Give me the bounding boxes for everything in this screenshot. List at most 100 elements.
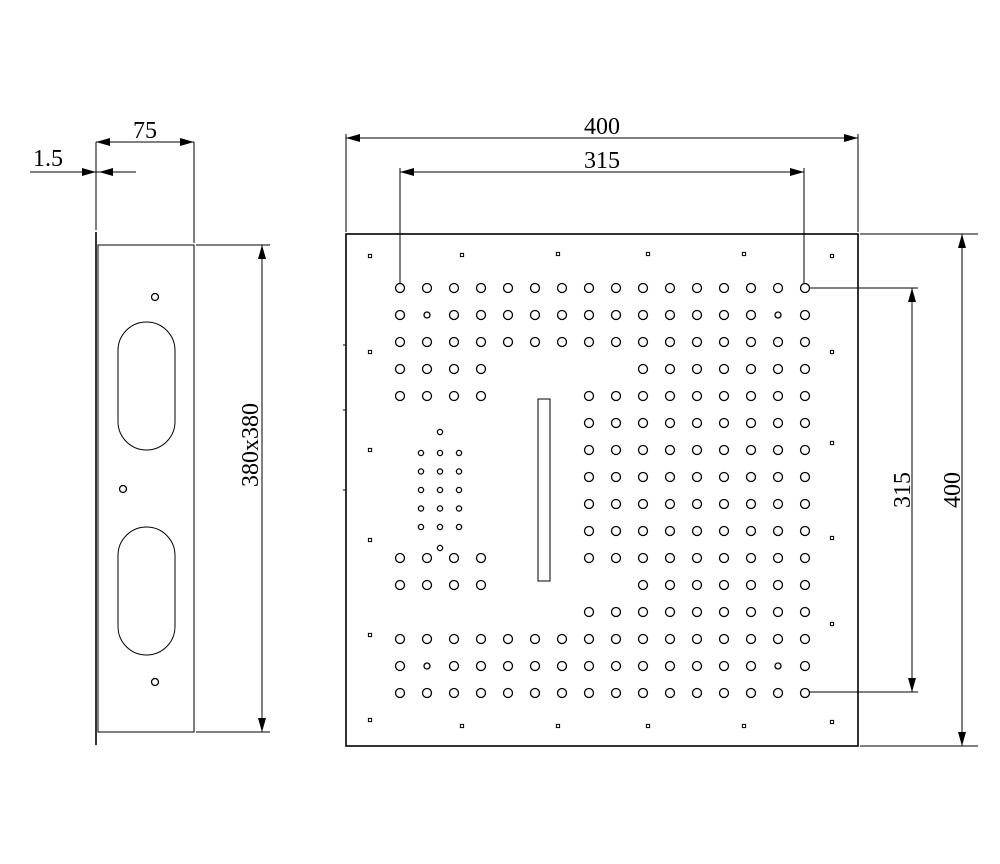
nozzle-hole — [718, 552, 730, 564]
nozzle-hole — [583, 282, 595, 294]
nozzle-hole — [637, 606, 649, 618]
nozzle-hole — [610, 390, 622, 402]
nozzle-hole — [394, 390, 406, 402]
nozzle-hole — [455, 523, 463, 531]
nozzle-hole — [610, 336, 622, 348]
nozzle-hole — [664, 606, 676, 618]
nozzle-hole — [436, 523, 444, 531]
nozzle-hole — [583, 390, 595, 402]
slot-top — [117, 321, 176, 451]
nozzle-hole — [394, 282, 406, 294]
nozzle-hole — [394, 336, 406, 348]
nozzle-hole — [637, 336, 649, 348]
arrow — [346, 134, 360, 142]
mounting-pin — [555, 251, 561, 257]
mounting-pin — [367, 447, 373, 453]
nozzle-hole — [475, 282, 487, 294]
nozzle-hole — [745, 444, 757, 456]
arrow — [790, 168, 804, 176]
mounting-pin — [829, 349, 835, 355]
dim-400-label: 400 — [584, 114, 620, 140]
nozzle-hole — [799, 363, 811, 375]
nozzle-hole — [637, 633, 649, 645]
nozzle-hole — [772, 336, 784, 348]
side-hole — [150, 292, 160, 302]
dim-75-label: 75 — [133, 118, 157, 144]
arrow — [844, 134, 858, 142]
nozzle-hole — [745, 336, 757, 348]
nozzle-hole — [691, 390, 703, 402]
arrow-right — [180, 138, 194, 146]
nozzle-hole — [664, 363, 676, 375]
nozzle-hole — [772, 498, 784, 510]
nozzle-hole — [502, 660, 514, 672]
nozzle-hole — [637, 579, 649, 591]
nozzle-hole — [502, 282, 514, 294]
nozzle-hole — [475, 363, 487, 375]
nozzle-hole — [421, 336, 433, 348]
side-hole — [118, 484, 128, 494]
nozzle-hole — [583, 417, 595, 429]
nozzle-hole — [394, 687, 406, 699]
nozzle-hole — [664, 309, 676, 321]
nozzle-hole — [718, 282, 730, 294]
nozzle-hole — [772, 444, 784, 456]
nozzle-hole — [583, 687, 595, 699]
nozzle-hole — [637, 282, 649, 294]
nozzle-hole — [772, 282, 784, 294]
nozzle-hole — [745, 552, 757, 564]
nozzle-hole — [637, 471, 649, 483]
nozzle-hole — [448, 336, 460, 348]
nozzle-hole — [799, 309, 811, 321]
nozzle-hole — [394, 579, 406, 591]
mounting-pin — [459, 252, 465, 258]
dim-1-5-label: 1.5 — [33, 146, 63, 172]
arrow-left — [96, 138, 110, 146]
arrow — [958, 234, 966, 248]
nozzle-hole — [583, 660, 595, 672]
nozzle-hole — [610, 552, 622, 564]
nozzle-hole — [556, 660, 568, 672]
slot-bottom — [117, 526, 176, 656]
arrow-1-5-right — [99, 168, 113, 176]
nozzle-hole — [455, 505, 463, 512]
nozzle-hole — [637, 552, 649, 564]
nozzle-hole — [772, 525, 784, 537]
nozzle-hole — [394, 309, 406, 321]
nozzle-hole — [745, 579, 757, 591]
nozzle-hole — [772, 633, 784, 645]
nozzle-hole — [637, 390, 649, 402]
nozzle-hole — [436, 544, 444, 552]
nozzle-hole — [502, 336, 514, 348]
nozzle-hole — [610, 282, 622, 294]
mounting-pin — [741, 723, 747, 729]
nozzle-hole — [417, 486, 425, 494]
dim-380-label: 380x380 — [238, 403, 264, 487]
nozzle-hole — [637, 309, 649, 321]
nozzle-hole — [718, 525, 730, 537]
nozzle-hole — [691, 363, 703, 375]
nozzle-hole — [448, 282, 460, 294]
nozzle-hole — [529, 687, 541, 699]
nozzle-hole — [417, 468, 425, 475]
nozzle-hole — [664, 687, 676, 699]
nozzle-hole — [475, 579, 487, 591]
mounting-pin — [459, 723, 465, 729]
nozzle-hole — [745, 498, 757, 510]
nozzle-hole — [745, 525, 757, 537]
nozzle-hole — [448, 309, 460, 321]
nozzle-hole — [718, 660, 730, 672]
dim-400v-label: 400 — [940, 472, 966, 508]
nozzle-hole — [421, 579, 433, 591]
nozzle-hole — [664, 498, 676, 510]
nozzle-hole — [664, 633, 676, 645]
nozzle-hole — [745, 660, 757, 672]
nozzle-hole — [718, 390, 730, 402]
dim-315v-label: 315 — [890, 472, 916, 508]
nozzle-hole — [799, 525, 811, 537]
nozzle-grid — [394, 282, 811, 699]
nozzle-hole — [799, 687, 811, 699]
nozzle-hole — [691, 417, 703, 429]
mounting-pins — [367, 251, 835, 729]
nozzle-hole — [664, 390, 676, 402]
